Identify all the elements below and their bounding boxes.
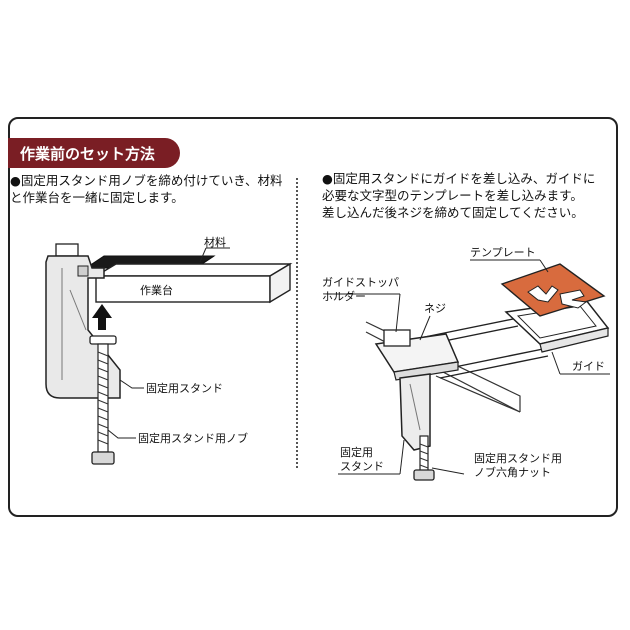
clamp-knob [89,335,117,465]
knob-nut-label: 固定用スタンド用 [474,451,562,465]
workbench [93,262,293,304]
knob-nut [413,435,435,481]
instruction-frame [8,117,618,517]
guide-stopper-holder-label: ホルダー [322,289,366,303]
guide-stopper-holder-label: ガイドストッパ [322,276,399,289]
right-instruction-line: ●固定用スタンドにガイドを差し込み、ガイドに [322,171,596,186]
template-plate [500,263,606,317]
template-label: テンプレート [470,246,536,259]
screw-label: ネジ [424,302,446,315]
up-arrow-icon [92,304,112,330]
knob-nut-label: ノブ六角ナット [474,465,551,479]
left-instruction-line: と作業台を一緒に固定します。 [10,190,184,205]
right-instruction-line: 必要な文字型のテンプレートを差し込みます。 [322,188,583,203]
left-instructions: ●固定用スタンド用ノブを締め付けていき、材料 と作業台を一緒に固定します。 [10,172,283,206]
section-title-tab: 作業前のセット方法 [8,138,180,168]
guide-stand [374,329,460,451]
workbench-label: 作業台 [140,283,173,297]
panel-divider [296,178,298,468]
right-instruction-line: 差し込んだ後ネジを締めて固定してください。 [322,205,584,220]
knob-label: 固定用スタンド用ノブ [138,431,248,445]
material-label: 材料 [204,235,226,249]
stand-label: スタンド [340,460,384,473]
stand-label: 固定用スタンド [146,381,223,395]
right-instructions: ●固定用スタンドにガイドを差し込み、ガイドに 必要な文字型のテンプレートを差し込… [322,170,595,221]
left-instruction-line: ●固定用スタンド用ノブを締め付けていき、材料 [10,173,283,188]
guide-label: ガイド [572,360,605,373]
stand-label: 固定用 [340,445,373,459]
section-title: 作業前のセット方法 [20,145,156,163]
